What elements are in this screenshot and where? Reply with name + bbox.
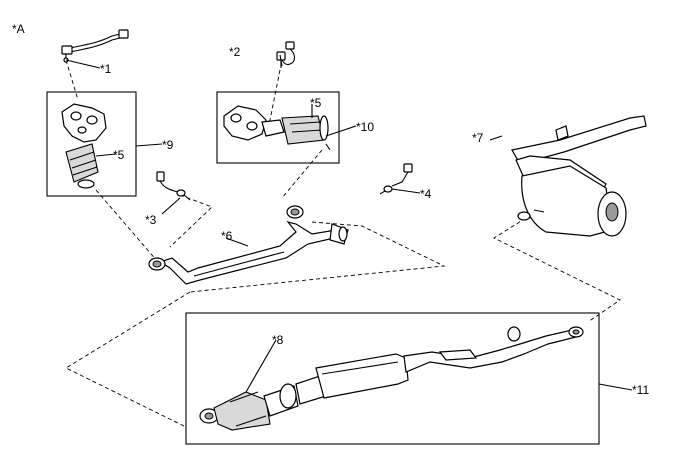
box-11 (185, 312, 600, 445)
callout-8: *8 (272, 333, 284, 347)
box-10 (216, 91, 340, 164)
box-9 (46, 91, 137, 197)
muffler-7 (511, 115, 647, 237)
callout-9: *9 (162, 138, 174, 152)
sensor-4 (379, 163, 413, 195)
callout-2: *2 (229, 45, 241, 59)
dashed-connections (65, 59, 621, 428)
manifold-assembly-10 (223, 105, 331, 151)
callout-5-right: *5 (310, 96, 322, 110)
callout-10: *10 (356, 120, 374, 134)
exhaust-pipe-assembly-11 (199, 326, 584, 431)
callout-1: *1 (100, 62, 112, 76)
callout-5-left: *5 (113, 148, 125, 162)
front-pipe-6 (148, 205, 349, 285)
callout-3: *3 (145, 213, 157, 227)
oxygen-sensor-2 (276, 41, 296, 68)
sensor-3 (156, 171, 191, 201)
callout-6: *6 (221, 229, 233, 243)
callout-4: *4 (420, 187, 432, 201)
exhaust-manifold-9 (61, 103, 107, 189)
callout-7: *7 (472, 131, 484, 145)
callout-11: *11 (632, 383, 649, 397)
view-label: *A (12, 22, 25, 36)
oxygen-sensor-1 (61, 29, 129, 63)
leader-lines (65, 54, 633, 393)
